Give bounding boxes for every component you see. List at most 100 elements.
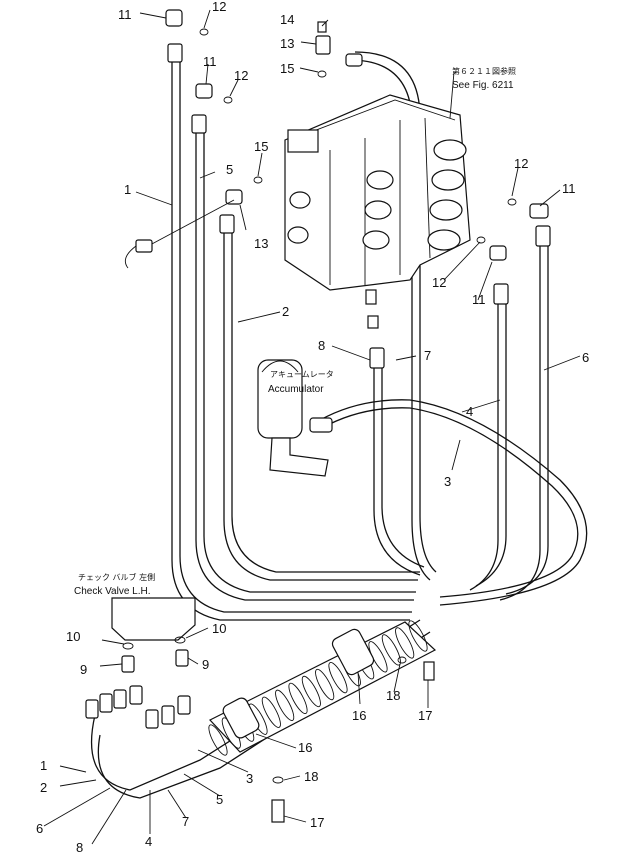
accumulator-fitting xyxy=(309,417,333,433)
hose-end-8 xyxy=(369,347,385,369)
accumulator-jp-label: アキュームレータ xyxy=(270,370,334,379)
bottom-end-7 xyxy=(161,705,175,725)
spiral-ring xyxy=(288,682,308,715)
callout-18: 18 xyxy=(386,688,400,703)
spool-1 xyxy=(433,139,467,161)
bottom-end-5 xyxy=(177,695,191,715)
port-left-1 xyxy=(289,191,311,209)
spool-4 xyxy=(427,229,461,251)
connector-9-a xyxy=(121,655,135,673)
callout-14: 14 xyxy=(280,12,294,27)
connector-wire xyxy=(124,245,137,269)
callout-6: 6 xyxy=(36,821,43,836)
callout-8: 8 xyxy=(318,338,325,353)
callout-8: 8 xyxy=(76,840,83,855)
spool-5 xyxy=(366,170,394,190)
hose-8 xyxy=(373,360,421,576)
bottom-end-1 xyxy=(85,699,99,719)
accumulator-label: Accumulator xyxy=(268,384,324,395)
callout-12: 12 xyxy=(432,275,446,290)
spool-3 xyxy=(429,199,463,221)
valve-top-edge xyxy=(289,99,456,141)
o-ring-10-a xyxy=(122,642,134,650)
hose-1-outer xyxy=(179,60,412,613)
hose-end-5 xyxy=(191,114,207,134)
callout-12: 12 xyxy=(234,68,248,83)
valve-bottom-port xyxy=(365,289,377,305)
o-ring-10-b xyxy=(174,636,186,644)
hose-6 xyxy=(499,230,541,601)
callout-13: 13 xyxy=(280,36,294,51)
hose-5-outer xyxy=(203,130,416,593)
bottom-end-8 xyxy=(129,685,143,705)
hose-2 xyxy=(223,225,418,581)
spiral-ring xyxy=(261,696,281,728)
hose-6-outer xyxy=(505,230,549,595)
spiral-ring xyxy=(395,627,415,659)
o-ring-12-b xyxy=(223,96,233,104)
callout-9: 9 xyxy=(202,657,209,672)
hose-4-outer xyxy=(475,300,507,587)
elbow-fitting-top-left xyxy=(165,9,183,27)
hose-end-1 xyxy=(167,43,183,63)
hose-lines xyxy=(171,51,588,621)
callout-10: 10 xyxy=(66,629,80,644)
o-ring-12-d xyxy=(476,236,486,244)
plug-connector xyxy=(135,239,153,253)
leader-lines xyxy=(43,9,581,845)
see-fig-note: See Fig. 6211 xyxy=(452,80,514,91)
spiral-ring xyxy=(328,661,348,694)
spiral-ring xyxy=(381,634,401,666)
bundle-edge-top xyxy=(91,619,421,791)
wire-lead xyxy=(149,199,235,246)
callout-12: 12 xyxy=(514,156,528,171)
accumulator xyxy=(257,359,333,477)
hose-end-4 xyxy=(493,283,509,305)
accumulator-base xyxy=(269,437,329,477)
bottom-end-6 xyxy=(113,689,127,709)
callout-13: 13 xyxy=(254,236,268,251)
hose-5 xyxy=(195,130,414,601)
bundle-edge-bottom xyxy=(97,631,431,799)
callout-17: 17 xyxy=(418,708,432,723)
bolt-17-a xyxy=(423,661,435,681)
connector-9-b xyxy=(175,649,189,667)
hose-bundle xyxy=(85,619,437,823)
spool-6 xyxy=(364,200,392,220)
hose-3-outer xyxy=(321,407,579,598)
hose-8-outer xyxy=(381,360,425,568)
notes: 第６２１１図参照 See Fig. 6211 アキュームレータ Accumula… xyxy=(74,66,516,597)
callout-3: 3 xyxy=(246,771,253,786)
callout-2: 2 xyxy=(282,304,289,319)
callout-6: 6 xyxy=(582,350,589,365)
valve-seam-4 xyxy=(424,117,431,259)
hose-3 xyxy=(319,399,588,606)
callout-7: 7 xyxy=(182,814,189,829)
bolt-17-b xyxy=(271,799,285,823)
hose-end-6 xyxy=(535,225,551,247)
valve-body xyxy=(284,94,471,291)
check-valve-body xyxy=(111,597,196,641)
callout-15: 15 xyxy=(254,139,268,154)
callout-4: 4 xyxy=(466,404,473,419)
callout-11: 11 xyxy=(472,292,486,307)
spool-7 xyxy=(362,230,390,250)
port-left-2 xyxy=(287,226,309,244)
hose-2-outer xyxy=(231,225,420,573)
elbow-fitting-left xyxy=(195,83,213,99)
valve-mount-left xyxy=(287,129,319,153)
elbow-fitting-right-low xyxy=(489,245,507,261)
check-valve-jp-label: チェック バルブ 左側 xyxy=(78,572,155,582)
callout-15: 15 xyxy=(280,61,294,76)
spiral-ring xyxy=(275,689,295,721)
clamp-16-b xyxy=(222,697,260,739)
see-fig-jp-note: 第６２１１図参照 xyxy=(452,66,516,76)
bottom-end-4 xyxy=(145,709,159,729)
elbow-fitting-right xyxy=(529,203,549,219)
bottom-end-2 xyxy=(99,693,113,713)
clamp-16-a xyxy=(331,628,375,676)
callout-3: 3 xyxy=(444,474,451,489)
callout-4: 4 xyxy=(145,834,152,849)
adapter-below-valve xyxy=(367,315,379,329)
